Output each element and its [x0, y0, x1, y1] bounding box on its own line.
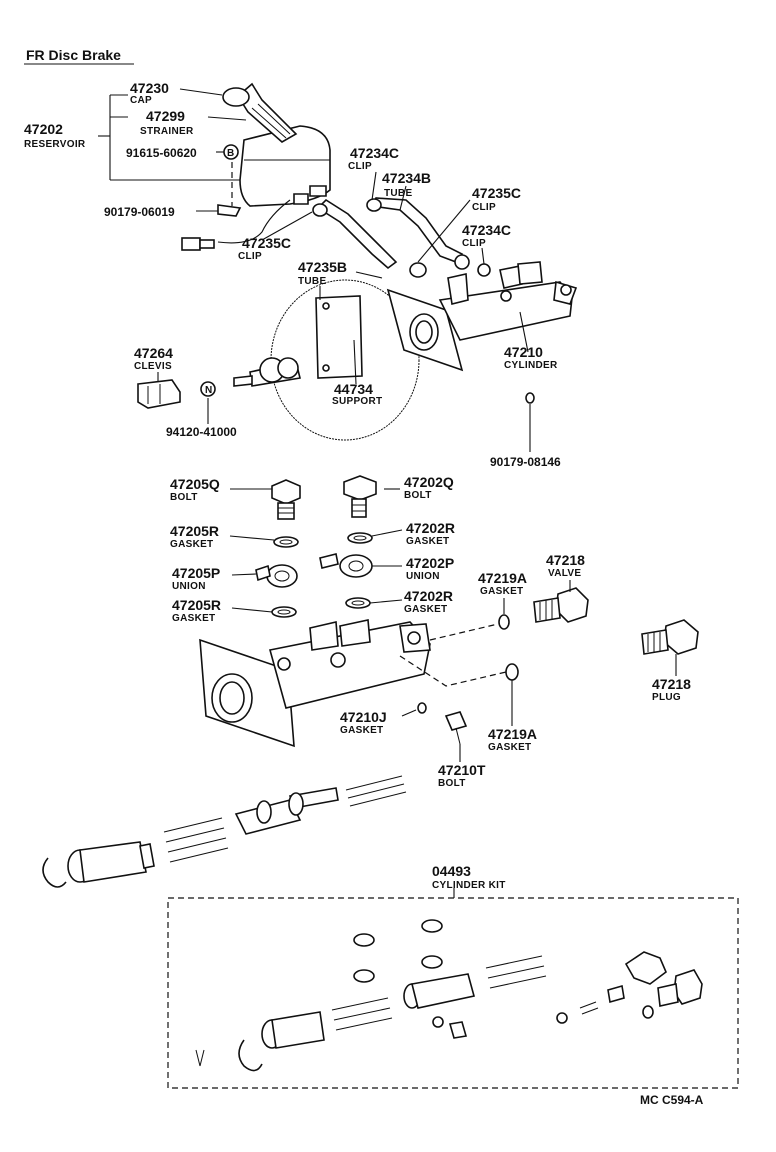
part-name-clevis: CLEVIS	[134, 361, 172, 372]
part-number-47202p: 47202P	[406, 555, 454, 571]
part-name-bolt-47210t: BOLT	[438, 778, 466, 789]
part-number-47202q: 47202Q	[404, 474, 454, 490]
part-name-gasket-47205r-top: GASKET	[170, 539, 213, 550]
left-fittings-drawing	[255, 479, 301, 618]
leader-lines	[98, 88, 677, 898]
part-number-47218-plug: 47218	[652, 676, 691, 692]
part-name-gasket-47205r-bottom: GASKET	[172, 613, 215, 624]
part-name-reservoir: RESERVOIR	[24, 139, 86, 150]
part-name-tube-47234b: TUBE	[384, 188, 412, 199]
part-number-47264: 47264	[134, 345, 173, 361]
part-number-47210j: 47210J	[340, 709, 387, 725]
part-number-90179-06019: 90179-06019	[104, 205, 175, 219]
part-number-47235c-left: 47235C	[242, 235, 291, 251]
mid-fittings-drawing	[319, 475, 377, 609]
part-number-47230: 47230	[130, 80, 169, 96]
part-name-gasket-47202r-bottom: GASKET	[404, 604, 447, 615]
part-name-strainer: STRAINER	[140, 126, 194, 137]
part-name-union-47205p: UNION	[172, 581, 206, 592]
guide-line-valve	[429, 623, 499, 641]
part-number-91615-60620: 91615-60620	[126, 146, 197, 160]
part-number-47205p: 47205P	[172, 565, 220, 581]
part-number-44734: 44734	[334, 381, 373, 397]
marker-n-label: N	[205, 385, 213, 396]
right-fittings-drawing	[498, 587, 699, 681]
part-name-valve: VALVE	[548, 568, 581, 579]
part-number-47234c-right: 47234C	[462, 222, 511, 238]
part-name-clip-top: CLIP	[348, 161, 372, 172]
clevis-drawing	[137, 379, 216, 409]
cylinder-top-drawing	[386, 261, 578, 404]
part-name-clip-right: CLIP	[472, 202, 496, 213]
part-number-47202: 47202	[24, 121, 63, 137]
part-name-cap: CAP	[130, 95, 152, 106]
tube-drawing	[312, 197, 491, 278]
booster-drawing	[233, 279, 420, 441]
guide-line-plug	[399, 655, 507, 687]
part-number-90179-08146: 90179-08146	[490, 455, 561, 469]
part-number-47205r-top: 47205R	[170, 523, 219, 539]
part-name-bolt-47205q: BOLT	[170, 492, 198, 503]
part-number-47205r-bottom: 47205R	[172, 597, 221, 613]
part-number-47202r-bottom: 47202R	[404, 588, 453, 604]
part-number-47235b: 47235B	[298, 259, 347, 275]
part-name-union-47202p: UNION	[406, 571, 440, 582]
part-number-47234b: 47234B	[382, 170, 431, 186]
part-name-gasket-47210j: GASKET	[340, 725, 383, 736]
part-name-cylinder-kit: CYLINDER KIT	[432, 880, 506, 891]
part-name-gasket-47219a-top: GASKET	[480, 586, 523, 597]
part-number-47210: 47210	[504, 344, 543, 360]
part-number-94120-41000: 94120-41000	[166, 425, 237, 439]
cylinder-kit-boundary	[167, 897, 739, 1089]
part-name-clip-left: CLIP	[238, 251, 262, 262]
marker-b-label: B	[227, 148, 235, 159]
diagram-title: FR Disc Brake	[26, 47, 121, 63]
cylinder-exploded-drawing	[199, 619, 468, 748]
cylinder-kit-drawing	[195, 919, 703, 1072]
part-number-47234c-top: 47234C	[350, 145, 399, 161]
part-name-plug: PLUG	[652, 692, 681, 703]
part-name-gasket-47202r-top: GASKET	[406, 536, 449, 547]
part-number-47219a-top: 47219A	[478, 570, 527, 586]
part-name-support: SUPPORT	[332, 396, 382, 407]
marker-b-icon	[223, 144, 239, 160]
part-name-bolt-47202q: BOLT	[404, 490, 432, 501]
part-name-clip-right-2: CLIP	[462, 238, 486, 249]
part-number-47205q: 47205Q	[170, 476, 220, 492]
reservoir-drawing	[181, 82, 331, 251]
part-number-47202r-top: 47202R	[406, 520, 455, 536]
part-number-47299: 47299	[146, 108, 185, 124]
part-number-04493: 04493	[432, 863, 471, 879]
part-name-gasket-47219a-bottom: GASKET	[488, 742, 531, 753]
part-name-cylinder: CYLINDER	[504, 360, 558, 371]
part-number-47219a-bottom: 47219A	[488, 726, 537, 742]
diagram-reference-code: MC C594-A	[640, 1093, 704, 1107]
part-number-47218-valve: 47218	[546, 552, 585, 568]
part-number-47235c-right: 47235C	[472, 185, 521, 201]
part-number-47210t: 47210T	[438, 762, 486, 778]
piston-parts-drawing	[42, 775, 407, 888]
part-name-tube-47235b: TUBE	[298, 276, 326, 287]
